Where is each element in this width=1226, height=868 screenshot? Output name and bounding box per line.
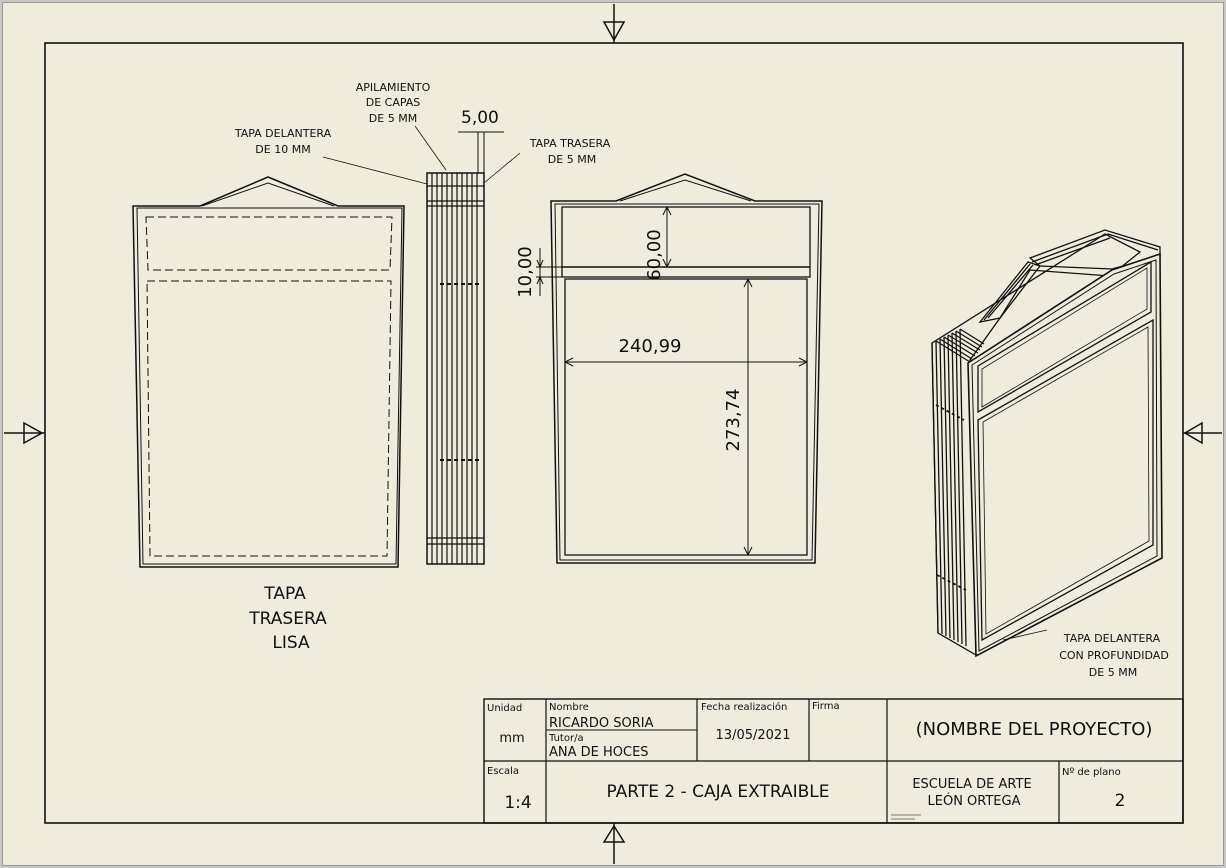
school-logo (891, 814, 921, 820)
tutor-value: ANA DE HOCES (549, 745, 649, 760)
school-name-line: LEÓN ORTEGA (928, 793, 1021, 809)
back-cover-view (132, 176, 405, 568)
thickness-dimension-value: 5,00 (461, 108, 499, 128)
school-name-line: ESCUELA DE ARTE (912, 777, 1031, 792)
nombre-value: RICARDO SORIA (549, 716, 654, 731)
plano-label: Nº de plano (1062, 767, 1121, 778)
front-view (550, 173, 823, 564)
escala-value: 1:4 (504, 793, 531, 813)
annotation-line: DE 10 MM (255, 143, 310, 156)
part-title: PARTE 2 - CAJA EXTRAIBLE (606, 782, 829, 802)
annotation-line: TAPA TRASERA (529, 137, 611, 150)
thickness-dimension (458, 131, 504, 173)
fecha-label: Fecha realización (701, 701, 787, 713)
caption-line: TRASERA (248, 609, 327, 629)
caption-line: TAPA (263, 584, 306, 604)
title-block: Unidad mm Nombre RICARDO SORIA Tutor/a A… (483, 698, 1184, 824)
front-dimensions (536, 205, 809, 557)
dimension-divider: 10,00 (515, 246, 536, 298)
fecha-value: 13/05/2021 (716, 728, 791, 743)
nombre-label: Nombre (549, 702, 589, 713)
firma-label: Firma (812, 701, 840, 712)
back-cover-caption: TAPA TRASERA LISA (248, 584, 327, 653)
centering-marks (4, 4, 1222, 864)
annotation-line: DE 5 MM (1089, 666, 1137, 679)
side-annotations: APILAMIENTO DE CAPAS DE 5 MM TAPA DELANT… (234, 81, 611, 185)
dimension-top-section: 60,00 (644, 229, 665, 281)
project-name: (NOMBRE DEL PROYECTO) (916, 719, 1153, 740)
isometric-view (931, 229, 1163, 658)
annotation-line: TAPA DELANTERA (234, 127, 332, 140)
plano-value: 2 (1115, 791, 1126, 811)
annotation-line: TAPA DELANTERA (1063, 632, 1161, 645)
unidad-value: mm (499, 731, 524, 746)
dimension-height: 273,74 (723, 389, 744, 452)
annotation-line: DE 5 MM (548, 153, 596, 166)
annotation-line: APILAMIENTO (356, 81, 431, 94)
dimension-width: 240,99 (619, 336, 682, 357)
escala-label: Escala (487, 766, 519, 777)
annotation-line: DE 5 MM (369, 112, 417, 125)
isometric-annotation: TAPA DELANTERA CON PROFUNDIDAD DE 5 MM (1059, 632, 1169, 679)
annotation-line: DE CAPAS (366, 96, 421, 109)
side-view (426, 172, 485, 565)
tutor-label: Tutor/a (548, 733, 584, 744)
caption-line: LISA (272, 633, 310, 653)
annotation-line: CON PROFUNDIDAD (1059, 649, 1169, 662)
unidad-label: Unidad (487, 703, 522, 714)
